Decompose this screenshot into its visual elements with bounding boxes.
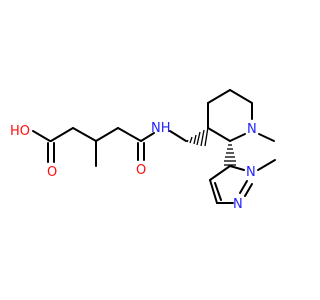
- bond-c4-c5: [207, 89, 231, 104]
- bond-pz-n1-methyl: [257, 159, 276, 171]
- pyrazole-n2-label: N: [233, 197, 243, 212]
- bond-amide-c-n: [140, 132, 155, 142]
- bond-pz-c4-c3: [209, 179, 218, 204]
- amide-oxygen-label: O: [136, 163, 146, 178]
- bonds: [32, 89, 276, 204]
- bond-pz-c5-c4: [209, 165, 231, 181]
- piperidine-nitrogen-label: N: [247, 122, 257, 137]
- bond-n-methyl: [258, 133, 275, 142]
- bond-n-ch2: [169, 130, 187, 142]
- amide-nitrogen-label: NH: [151, 121, 171, 136]
- bond-c-ch2: [50, 127, 74, 142]
- bond-oh-c: [32, 130, 51, 142]
- bond-ch2-ch: [72, 127, 97, 142]
- bond-pz-n2-n1-b: [239, 180, 248, 194]
- pyrazole-n1-label: N: [246, 165, 256, 180]
- bond-c2-c3: [207, 127, 231, 142]
- acid-carbonyl-oxygen-label: O: [47, 165, 57, 180]
- bond-ch-ch2: [95, 127, 119, 142]
- stereo-hashed-bond-c3: [186, 126, 209, 147]
- acid-oxygen-label: HO: [10, 124, 30, 139]
- bond-pz-n2-n1-a: [244, 183, 253, 197]
- stereo-hashed-bond-c2: [224, 144, 236, 166]
- bond-n-c2: [229, 133, 246, 142]
- molecule-structure: HO O O NH N N N: [10, 89, 276, 212]
- bond-pz-n1-c5: [229, 165, 245, 171]
- bond-pz-c4-c3-inner: [214, 182, 222, 201]
- bond-c5-c6: [229, 89, 253, 104]
- atom-labels: HO O O NH N N N: [10, 121, 257, 212]
- bond-ch2-amide-c: [117, 127, 142, 142]
